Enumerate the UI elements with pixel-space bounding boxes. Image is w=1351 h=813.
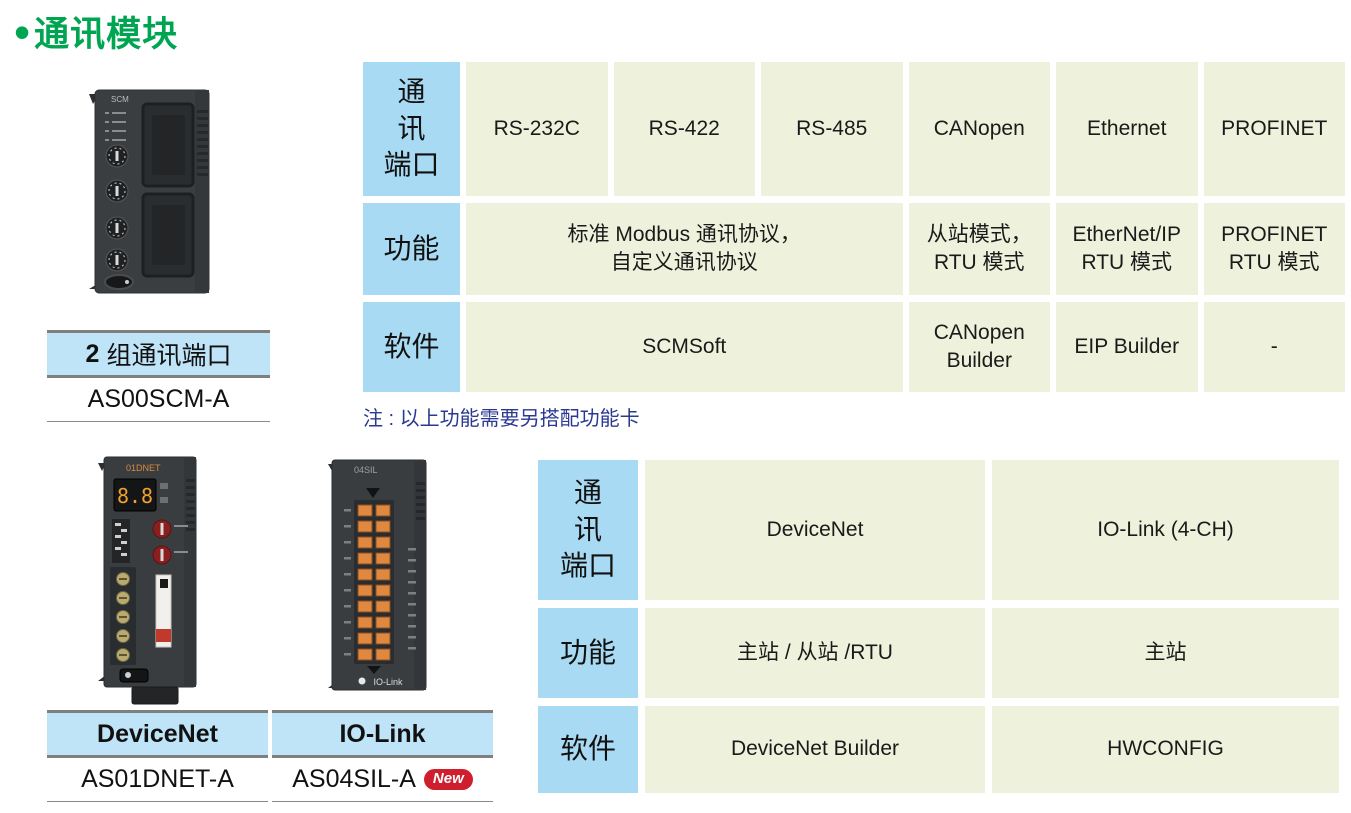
terminal-screws	[116, 572, 130, 662]
t2-port-iolink: IO-Link (4-CH)	[992, 460, 1339, 600]
dnet-caption: DeviceNet	[47, 713, 268, 758]
t1-func-profinet: PROFINET RTU 模式	[1203, 203, 1345, 295]
t1-soft-canopen: CANopen Builder	[908, 302, 1050, 392]
scm-caption-block: 2 组通讯端口 AS00SCM-A	[47, 330, 270, 422]
t1-func-ethernet: EtherNet/IP RTU 模式	[1056, 203, 1198, 295]
seven-segment-display: 8.8	[117, 484, 153, 508]
t2-soft-devicenet: DeviceNet Builder	[645, 706, 985, 793]
sil-model: AS04SIL-A New	[272, 758, 493, 802]
t1-rowhead-functions: 功能	[363, 203, 460, 295]
new-badge: New	[423, 769, 473, 790]
t1-soft-profinet: -	[1203, 302, 1345, 392]
t2-rowhead-functions: 功能	[538, 608, 638, 698]
page-title: • 通讯模块	[14, 6, 178, 57]
t1-func-canopen: 从站模式， RTU 模式	[908, 203, 1050, 295]
scm-caption: 2 组通讯端口	[47, 333, 270, 378]
table1-footnote: 注 : 以上功能需要另搭配功能卡	[363, 408, 640, 430]
t1-soft-serial: SCMSoft	[466, 302, 903, 392]
sil-model-text: AS04SIL-A	[292, 765, 416, 793]
function-card-slots	[141, 102, 195, 278]
page-title-text: 通讯模块	[34, 15, 179, 54]
t2-rowhead-software: 软件	[538, 706, 638, 793]
bullet-icon: •	[14, 5, 31, 58]
fieldbus-spec-table: 通 讯 端口 DeviceNet IO-Link (4-CH) 功能 主站 / …	[538, 460, 1339, 793]
sil-panel-label: 04SIL	[354, 465, 378, 475]
t2-func-iolink: 主站	[992, 608, 1339, 698]
t1-rowhead-ports: 通 讯 端口	[363, 62, 460, 196]
rotary-switches	[105, 144, 129, 272]
bottom-caption-row: DeviceNet AS01DNET-A IO-Link AS04SIL-A N…	[47, 710, 493, 802]
label-sticker	[155, 574, 172, 648]
sil-caption-block: IO-Link AS04SIL-A New	[272, 710, 493, 802]
scm-panel-label: SCM	[111, 95, 129, 104]
io-link-terminals	[357, 504, 391, 661]
as04sil-module-image: 04SIL IO-Link	[328, 459, 427, 691]
t2-func-devicenet: 主站 / 从站 /RTU	[645, 608, 985, 698]
t2-rowhead-ports: 通 讯 端口	[538, 460, 638, 600]
t2-port-devicenet: DeviceNet	[645, 460, 985, 600]
as00scm-module-image: SCM	[89, 89, 210, 294]
t1-port-ethernet: Ethernet	[1056, 62, 1198, 196]
t1-port-profinet: PROFINET	[1203, 62, 1345, 196]
dnet-caption-block: DeviceNet AS01DNET-A	[47, 710, 268, 802]
t1-func-serial: 标准 Modbus 通讯协议， 自定义通讯协议	[466, 203, 903, 295]
t1-rowhead-software: 软件	[363, 302, 460, 392]
t1-soft-ethernet: EIP Builder	[1056, 302, 1198, 392]
t1-port-rs422: RS-422	[613, 62, 755, 196]
t1-port-canopen: CANopen	[908, 62, 1050, 196]
serial-comm-spec-table: 通 讯 端口 RS-232C RS-422 RS-485 CANopen Eth…	[363, 62, 1345, 392]
scm-caption-prefix: 2	[85, 339, 100, 368]
sil-caption: IO-Link	[272, 713, 493, 758]
address-knobs	[152, 519, 188, 565]
dnet-panel-label: 01DNET	[126, 463, 161, 473]
io-link-logo: IO-Link	[373, 677, 403, 687]
as01dnet-module-image: 01DNET 8.8	[98, 456, 197, 705]
t1-port-rs485: RS-485	[761, 62, 903, 196]
t1-port-rs232c: RS-232C	[466, 62, 608, 196]
scm-model: AS00SCM-A	[47, 378, 270, 422]
dnet-model: AS01DNET-A	[47, 758, 268, 802]
t2-soft-iolink: HWCONFIG	[992, 706, 1339, 793]
scm-caption-text: 组通讯端口	[106, 342, 232, 370]
